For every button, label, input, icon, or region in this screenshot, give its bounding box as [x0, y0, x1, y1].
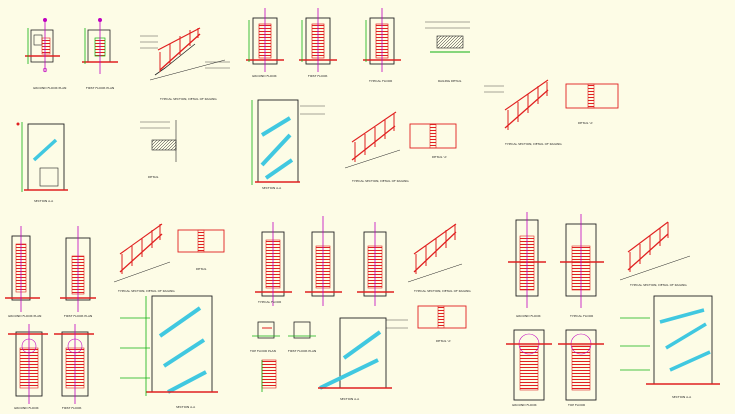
caption-section-a-a-5: SECTION A-A: [672, 395, 692, 399]
stair-section-left: [16, 122, 68, 192]
caption-ground-floor-3: GROUND FLOOR: [516, 314, 541, 318]
floor-plans-bottom-right: [506, 212, 604, 401]
caption-ground-floor: GROUND FLOOR: [252, 74, 277, 78]
floor-plans-bottom-middle: [255, 216, 394, 306]
caption-section-a-a-4: SECTION A-A: [340, 397, 360, 401]
railing-detail-3: [484, 79, 619, 130]
caption-first-floor-plan-2: FIRST FLOOR PLAN: [64, 314, 92, 318]
stair-section-4: [620, 295, 720, 385]
railing-detail-4: [113, 223, 225, 283]
stair-section-3: [318, 317, 408, 390]
caption-railing-detail-6: TYPICAL SECTION, DETAIL OF RAILING: [629, 283, 687, 287]
stair-section-1: [251, 99, 325, 185]
small-plans-bottom: [252, 321, 316, 392]
caption-first-floor-plan-3: FIRST FLOOR PLAN: [288, 349, 316, 353]
railing-detail-1: [140, 27, 230, 81]
caption-detail-a-1: DETAIL 'A': [432, 155, 447, 159]
floor-plans-row-1: [246, 8, 401, 72]
caption-railing-detail-1: TYPICAL SECTION, DETAIL OF RAILING: [159, 97, 217, 101]
caption-ground-floor-plan-2: GROUND FLOOR PLAN: [8, 314, 41, 318]
railing-detail-2: [344, 111, 457, 169]
hatched-detail-2: [140, 120, 177, 162]
stair-section-2: [120, 295, 218, 396]
caption-detail: DETAIL: [148, 175, 159, 179]
caption-ground-floor-4: GROUND FLOOR: [512, 403, 537, 407]
caption-first-floor-plan: FIRST FLOOR PLAN: [86, 86, 114, 90]
caption-section-a-a-3: SECTION A-A: [176, 405, 196, 409]
caption-typical-floor-3: TYPICAL FLOOR: [569, 314, 593, 318]
caption-first-floor-2: FIRST FLOOR: [62, 406, 81, 410]
hatched-detail-1: [425, 21, 470, 53]
caption-ground-floor-plan: GROUND FLOOR PLAN: [33, 86, 66, 90]
caption-top-floor-plan: TOP FLOOR PLAN: [249, 349, 276, 353]
caption-detail-a-2: DETAIL 'A': [578, 121, 593, 125]
caption-railing-detail-3: TYPICAL SECTION, DETAIL OF RAILING: [504, 142, 562, 146]
caption-first-floor: FIRST FLOOR: [308, 74, 327, 78]
caption-detail-2: DETAIL: [196, 267, 207, 271]
railing-detail-5: [407, 223, 467, 329]
caption-detail-a-3: DETAIL 'A': [436, 339, 451, 343]
caption-ground-floor-2: GROUND FLOOR: [14, 406, 39, 410]
floor-plans-bottom-left: [5, 226, 96, 312]
caption-section-a-a-2: SECTION A-A: [34, 199, 54, 203]
ground-floor-plan-small: [25, 18, 60, 73]
floor-plans-bottom-left-2: [8, 324, 94, 404]
caption-railing-detail-4: TYPICAL SECTION, DETAIL OF RAILING: [117, 289, 175, 293]
caption-railing-detail-2: TYPICAL SECTION, DETAIL OF RAILING: [351, 179, 409, 183]
caption-typical-floor-2: TYPICAL FLOOR: [257, 300, 281, 304]
caption-top-floor: TOP FLOOR: [567, 403, 585, 407]
railing-detail-6: [619, 221, 691, 281]
caption-railing-detail-5: TYPICAL SECTION, DETAIL OF RAILING: [413, 289, 471, 293]
caption-typical-floor: TYPICAL FLOOR: [368, 79, 392, 83]
first-floor-plan-small: [82, 18, 118, 74]
caption-section-a-a-1: SECTION A-A: [262, 186, 282, 190]
caption-railing-detail: RAILING DETAIL: [438, 79, 462, 83]
